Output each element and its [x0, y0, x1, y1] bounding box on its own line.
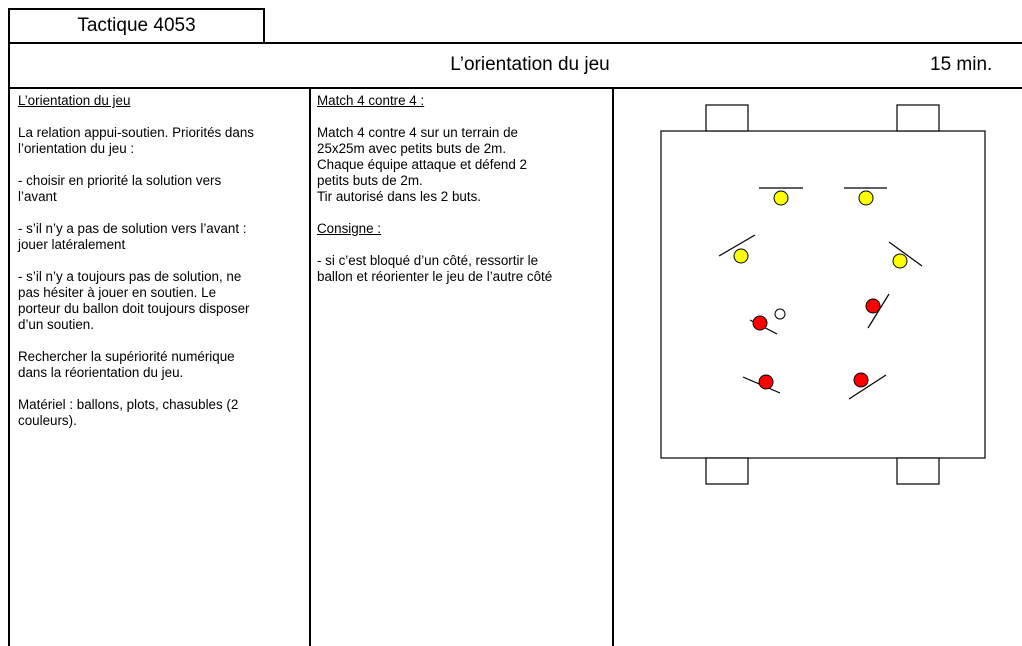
player-yellow — [718, 234, 756, 264]
objective-paragraph: La relation appui-soutien. Priorités dan… — [18, 125, 254, 156]
small-goal-top-right — [896, 104, 940, 132]
small-goal-top-left — [705, 104, 749, 132]
exercise-description: Match 4 contre 4 sur un terrain de 25x25… — [317, 125, 527, 204]
player-red — [749, 315, 778, 335]
equipment-paragraph: Matériel : ballons, plots, chasubles (2 … — [18, 397, 239, 428]
player-yellow — [844, 187, 887, 206]
objective-paragraph: - choisir en priorité la solution vers l… — [18, 173, 222, 204]
player-yellow — [759, 187, 803, 206]
session-duration: 15 min. — [930, 54, 993, 75]
header-band: L’orientation du jeu 15 min. — [8, 42, 1022, 89]
exercise-heading: Match 4 contre 4 : — [317, 93, 425, 108]
consigne-text: - si c’est bloqué d’un côté, ressortir l… — [317, 253, 553, 284]
tactic-title: Tactique 4053 — [77, 15, 196, 36]
tactic-tab: Tactique 4053 — [8, 8, 265, 42]
objectives-column: L’orientation du jeu La relation appui-s… — [8, 89, 311, 646]
exercise-column: Match 4 contre 4 : Match 4 contre 4 sur … — [311, 89, 614, 646]
diagram-column — [614, 89, 1022, 646]
pitch-outline — [660, 130, 986, 459]
pitch-diagram — [660, 104, 986, 485]
small-goal-bottom-left — [705, 457, 749, 485]
small-goal-bottom-right — [896, 457, 940, 485]
ball-icon — [774, 308, 786, 320]
objective-paragraph: - s’il n’y a toujours pas de solution, n… — [18, 269, 250, 332]
objective-paragraph: - s’il n’y a pas de solution vers l’avan… — [18, 221, 247, 252]
player-yellow — [888, 241, 923, 269]
objective-paragraph: Rechercher la supériorité numérique dans… — [18, 349, 235, 380]
player-red — [848, 372, 887, 400]
player-red — [865, 293, 890, 329]
player-red — [742, 374, 781, 394]
session-title: L’orientation du jeu — [450, 54, 610, 75]
objectives-heading: L’orientation du jeu — [18, 93, 131, 108]
consigne-heading: Consigne : — [317, 221, 382, 236]
